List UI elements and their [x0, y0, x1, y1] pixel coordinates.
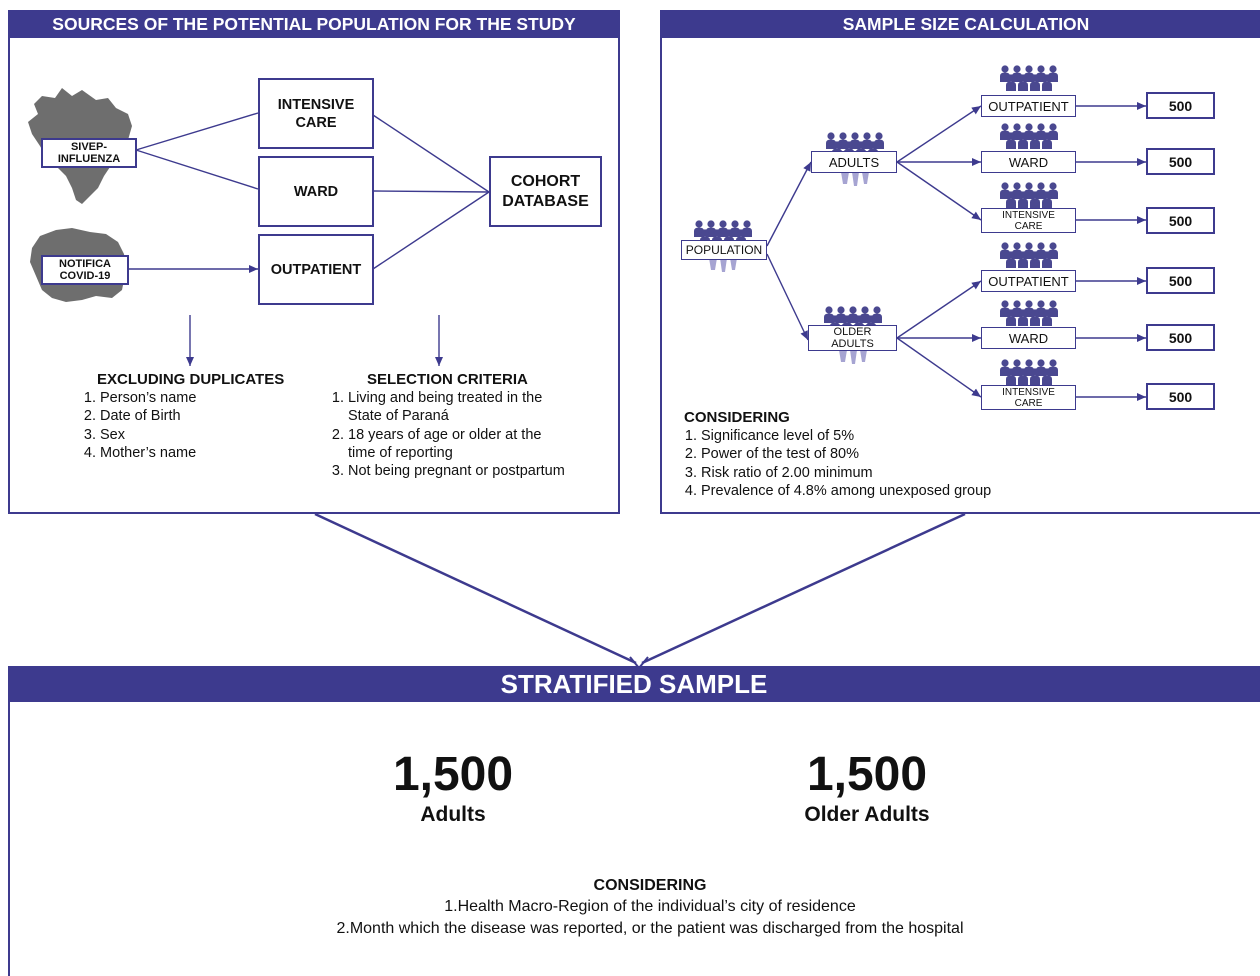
- list-item: Power of the test of 80%: [701, 445, 1044, 463]
- outpatient-box: OUTPATIENT: [258, 234, 374, 305]
- adults-total-label: Adults: [420, 803, 486, 826]
- sample-size-value: 500: [1146, 324, 1215, 351]
- sample-size-value: 500: [1146, 383, 1215, 410]
- cohort-database-box: COHORT DATABASE: [489, 156, 602, 227]
- adults-box: ADULTS: [811, 151, 897, 173]
- list-item: 2.Month which the disease was reported, …: [336, 920, 964, 937]
- population-box: POPULATION: [681, 240, 767, 260]
- list-item: Living and being treated in the State of…: [348, 389, 568, 426]
- stratification-considering: CONSIDERING 1.Health Macro-Region of the…: [200, 876, 1100, 940]
- older-adults-total-label: Older Adults: [804, 803, 930, 826]
- adults-total: 1,500 Adults: [353, 748, 553, 828]
- adults-ward-box: WARD: [981, 151, 1076, 173]
- older-intensive-care-box: INTENSIVE CARE: [981, 385, 1076, 410]
- selection-criteria: SELECTION CRITERIA Living and being trea…: [328, 371, 568, 480]
- stratified-sample-title: STRATIFIED SAMPLE: [8, 666, 1260, 702]
- adults-outpatient-box: OUTPATIENT: [981, 95, 1076, 117]
- list-item: Significance level of 5%: [701, 427, 1044, 445]
- excluding-duplicates-title: EXCLUDING DUPLICATES: [97, 371, 285, 388]
- considering-title: CONSIDERING: [684, 409, 790, 426]
- sample-size-value: 500: [1146, 92, 1215, 119]
- older-ward-box: WARD: [981, 327, 1076, 349]
- list-item: Sex: [100, 426, 310, 444]
- list-item: 18 years of age or older at the time of …: [348, 426, 568, 463]
- sample-size-value: 500: [1146, 148, 1215, 175]
- list-item: Person’s name: [100, 389, 310, 407]
- list-item: Mother’s name: [100, 444, 310, 462]
- list-item: Risk ratio of 2.00 minimum: [701, 464, 1044, 482]
- list-item: Date of Birth: [100, 407, 310, 425]
- notifica-covid-label: NOTIFICA COVID-19: [41, 255, 129, 285]
- excluding-duplicates: EXCLUDING DUPLICATES Person’s name Date …: [80, 371, 310, 462]
- older-adults-total: 1,500 Older Adults: [757, 748, 977, 828]
- sample-size-panel-title: SAMPLE SIZE CALCULATION: [660, 10, 1260, 38]
- sivep-influenza-label: SIVEP- INFLUENZA: [41, 138, 137, 168]
- older-outpatient-box: OUTPATIENT: [981, 270, 1076, 292]
- intensive-care-box: INTENSIVE CARE: [258, 78, 374, 149]
- sample-size-value: 500: [1146, 267, 1215, 294]
- list-item: 1.Health Macro-Region of the individual’…: [444, 898, 856, 915]
- sample-size-value: 500: [1146, 207, 1215, 234]
- adults-total-value: 1,500: [392, 748, 514, 801]
- list-item: Not being pregnant or postpartum: [348, 462, 568, 480]
- list-item: Prevalence of 4.8% among unexposed group: [701, 482, 1044, 500]
- sample-size-considering: CONSIDERING Significance level of 5% Pow…: [684, 409, 1044, 500]
- older-adults-box: OLDER ADULTS: [808, 325, 897, 351]
- ward-box: WARD: [258, 156, 374, 227]
- adults-intensive-care-box: INTENSIVE CARE: [981, 208, 1076, 233]
- sources-panel-title: SOURCES OF THE POTENTIAL POPULATION FOR …: [8, 10, 620, 38]
- older-adults-total-value: 1,500: [806, 748, 928, 801]
- selection-criteria-title: SELECTION CRITERIA: [367, 371, 528, 388]
- considering-title: CONSIDERING: [593, 877, 707, 894]
